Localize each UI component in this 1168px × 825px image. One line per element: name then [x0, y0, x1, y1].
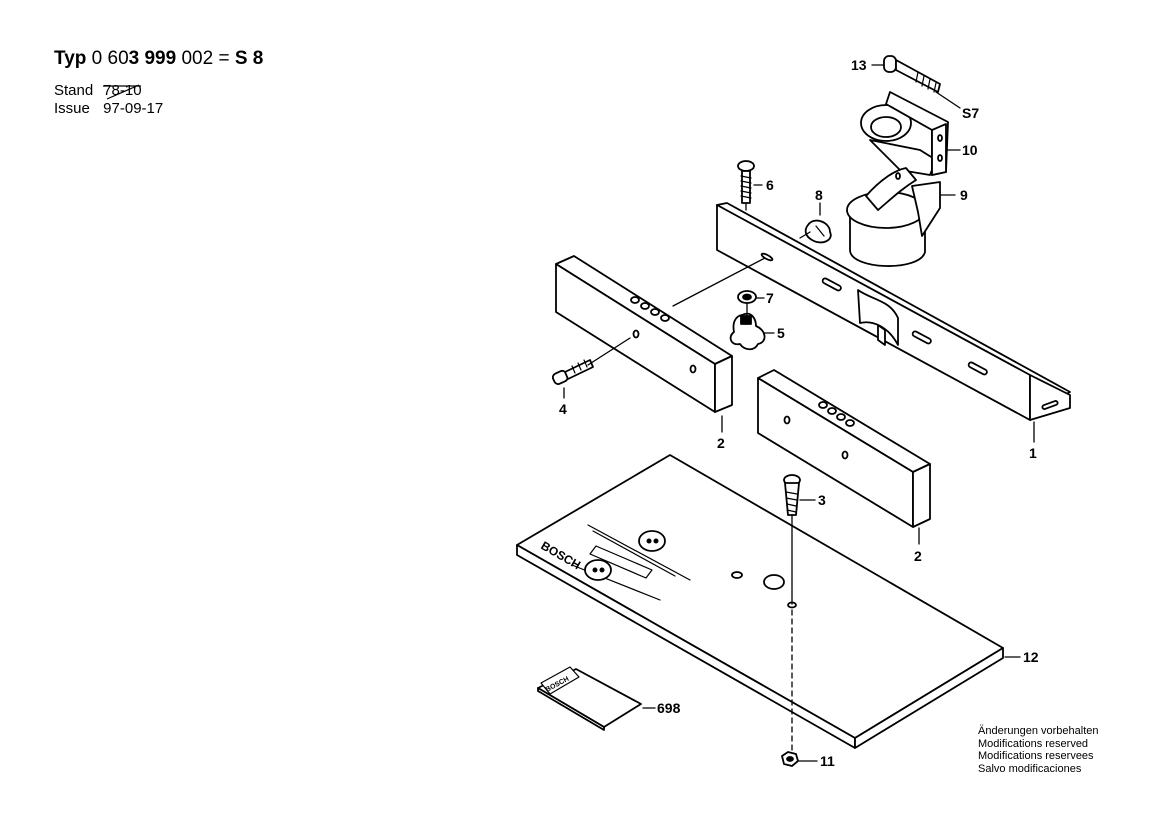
callout-8: 8 — [815, 187, 823, 203]
callout-12: 12 — [1023, 649, 1039, 665]
star-knob-part-5 — [729, 312, 766, 351]
bolt-part-4 — [551, 359, 594, 385]
callout-2-left: 2 — [717, 435, 725, 451]
small-knob-part-8 — [804, 219, 832, 244]
nut-part-11 — [781, 751, 799, 767]
typ-label: Typ — [54, 48, 87, 69]
stand-line: Stand 78-10 — [54, 82, 142, 100]
modification-notice: Änderungen vorbehalten Modifications res… — [978, 725, 1098, 775]
callout-2-right: 2 — [914, 548, 922, 564]
strikethrough-mark — [103, 84, 142, 100]
issue-value: 97-09-17 — [103, 100, 164, 117]
screw-part-6 — [737, 160, 755, 204]
callout-4: 4 — [559, 401, 567, 417]
callout-7: 7 — [766, 290, 774, 306]
typ-part-3: 002 = — [181, 48, 230, 69]
washer-part-7 — [737, 290, 757, 304]
issue-line: Issue 97-09-17 — [54, 100, 163, 118]
fence-board-right-part-2 — [757, 369, 931, 528]
typ-part-2: 3 999 — [128, 48, 177, 69]
callout-3: 3 — [818, 492, 826, 508]
notice-line-fr: Modifications reservees — [978, 750, 1094, 762]
bolt-part-13 — [883, 55, 941, 93]
dust-extraction-cup-part-9 — [846, 167, 941, 267]
fence-board-left-part-2 — [555, 255, 733, 413]
leader-lines — [563, 64, 1035, 762]
callout-10: 10 — [962, 142, 978, 158]
typ-part-4: S 8 — [234, 48, 264, 69]
callout-698: 698 — [657, 700, 681, 716]
callout-9: 9 — [960, 187, 968, 203]
callout-6: 6 — [766, 177, 774, 193]
stand-value-struck: 78-10 — [103, 82, 142, 100]
type-number: Typ 0 603 999 002 = S 8 — [54, 48, 263, 70]
notice-line-es: Salvo modificaciones — [978, 762, 1082, 775]
callout-S7: S7 — [962, 105, 979, 121]
notice-line-de: Änderungen vorbehalten — [978, 725, 1099, 737]
fence-rail-part-1 — [716, 202, 1071, 421]
callout-13: 13 — [851, 57, 867, 73]
typ-part-1: 0 60 — [91, 48, 129, 69]
callout-5: 5 — [777, 325, 785, 341]
stand-label: Stand — [54, 82, 94, 99]
screw-part-3 — [783, 474, 801, 516]
notice-line-en: Modifications reserved — [978, 737, 1089, 750]
issue-label: Issue — [54, 100, 90, 117]
document-header: Typ 0 603 999 002 = S 8 — [54, 48, 263, 70]
mounting-bracket-part-10 — [860, 91, 949, 176]
callout-1: 1 — [1029, 445, 1037, 461]
label-card-part-698: BOSCH — [537, 666, 642, 731]
callout-11: 11 — [820, 753, 835, 769]
base-plate-part-12: BOSCH — [516, 454, 1004, 749]
